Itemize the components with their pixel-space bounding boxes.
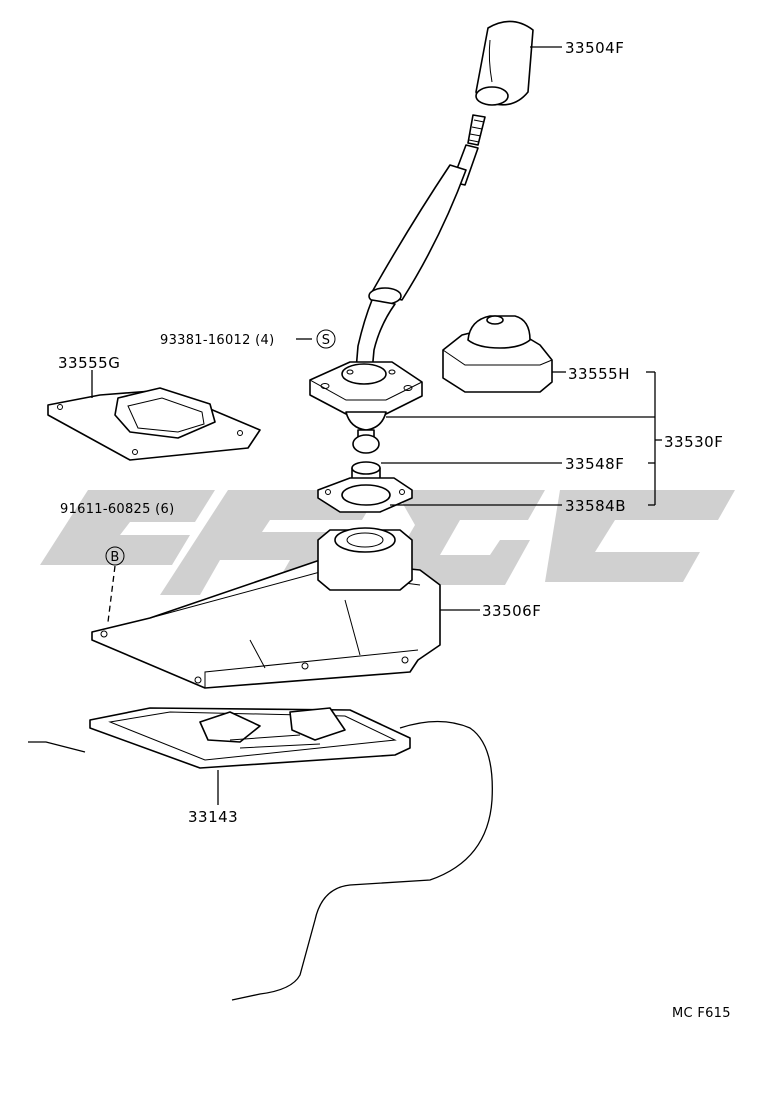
label-boot: 33555H (568, 365, 630, 383)
figure-code: MC F615 (672, 1006, 731, 1021)
label-gasket: 33584B (565, 497, 626, 515)
label-retainer: 33506F (482, 602, 541, 620)
label-cover: 33143 (188, 808, 238, 826)
lever-housing-part (309, 361, 423, 454)
retainer-part (91, 527, 441, 689)
label-lever-assy: 33530F (664, 433, 723, 451)
bolt-mark-circle (316, 329, 336, 349)
label-seat: 33548F (565, 455, 624, 473)
lever-boot-part (442, 315, 553, 393)
gasket-part (317, 477, 413, 513)
leader-screw (107, 565, 116, 623)
label-screw: 91611-60825 (6) (60, 502, 174, 517)
bracket-lever-assy (386, 371, 662, 506)
shift-lever-part (355, 114, 486, 373)
shift-knob-part (475, 20, 534, 106)
label-knob: 33504F (565, 39, 624, 57)
label-boot-plate: 33555G (58, 354, 120, 372)
label-bolt: 93381-16012 (4) (160, 333, 274, 348)
boot-plate-part (47, 387, 261, 461)
label-bolt-mark: S (322, 333, 331, 348)
watermark-logo (40, 490, 735, 612)
transmission-outline (28, 720, 493, 1001)
label-screw-mark: B (110, 550, 119, 565)
cover-part (89, 707, 411, 769)
screw-mark-circle (105, 546, 125, 566)
